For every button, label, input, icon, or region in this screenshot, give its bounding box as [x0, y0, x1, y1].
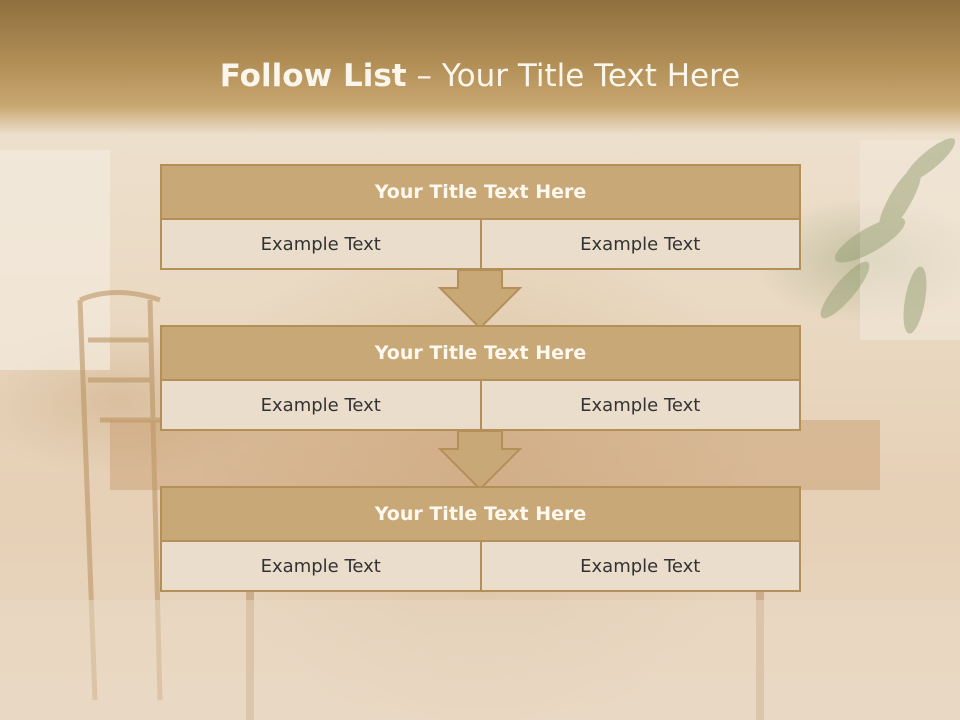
step-3-right-text: Example Text — [481, 542, 801, 592]
down-arrow-icon — [438, 270, 522, 330]
slide-title: Follow List – Your Title Text Here — [0, 54, 960, 98]
step-title-2: Your Title Text Here — [160, 325, 801, 381]
title-bold: Follow List — [219, 58, 407, 94]
title-rest: – Your Title Text Here — [406, 58, 741, 94]
step-block-2: Your Title Text Here Example Text Exampl… — [160, 325, 801, 431]
step-1-right-text: Example Text — [481, 220, 801, 270]
step-3-left-text: Example Text — [160, 542, 482, 592]
step-block-1: Your Title Text Here Example Text Exampl… — [160, 164, 801, 270]
step-2-left-text: Example Text — [160, 381, 482, 431]
slide-header — [0, 0, 960, 135]
step-block-3: Your Title Text Here Example Text Exampl… — [160, 486, 801, 592]
step-1-left-text: Example Text — [160, 220, 482, 270]
step-title-3: Your Title Text Here — [160, 486, 801, 542]
step-2-right-text: Example Text — [481, 381, 801, 431]
down-arrow-icon — [438, 431, 522, 491]
step-title-1: Your Title Text Here — [160, 164, 801, 220]
